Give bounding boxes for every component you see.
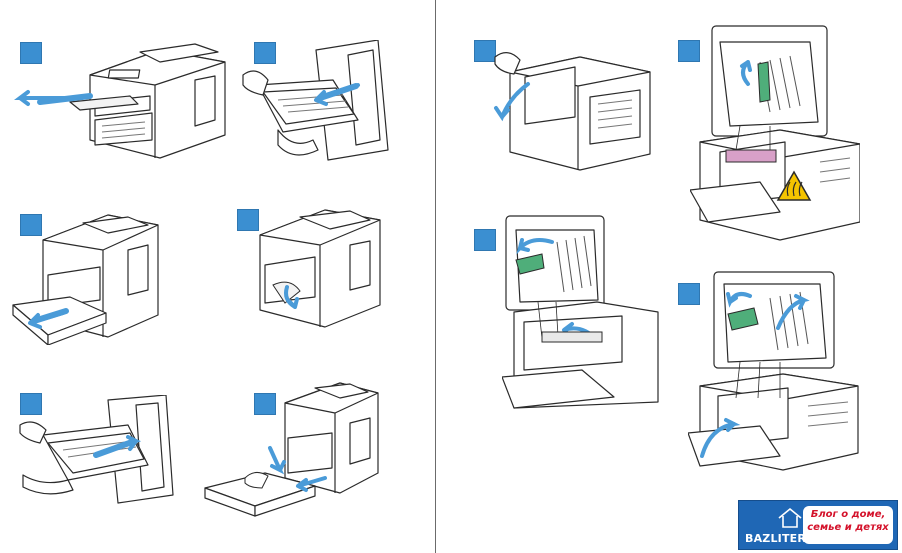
step-6-illustration [200, 378, 380, 518]
step-10-illustration [688, 268, 860, 473]
step-8-illustration [690, 22, 860, 242]
step-2-illustration [238, 40, 398, 165]
step-3-illustration [8, 205, 168, 345]
step-badge-8 [678, 40, 700, 62]
step-4-illustration [255, 205, 385, 330]
column-divider [435, 0, 436, 553]
step-badge-1 [20, 42, 42, 64]
step-1-illustration [10, 40, 235, 165]
step-badge-4 [237, 209, 259, 231]
step-badge-6 [254, 393, 276, 415]
step-badge-7 [474, 40, 496, 62]
step-badge-5 [20, 393, 42, 415]
step-5-illustration [18, 395, 178, 505]
step-9-illustration [502, 212, 662, 412]
house-icon [778, 507, 802, 528]
site-logo: BAZLITER.RU Блог о доме, семье и детях [738, 500, 898, 550]
step-badge-9 [474, 229, 496, 251]
step-badge-3 [20, 214, 42, 236]
step-7-illustration [490, 42, 660, 172]
step-badge-10 [678, 283, 700, 305]
hot-surface-warning-icon [776, 170, 812, 201]
logo-tagline: Блог о доме, семье и детях [803, 506, 893, 544]
step-badge-2 [254, 42, 276, 64]
